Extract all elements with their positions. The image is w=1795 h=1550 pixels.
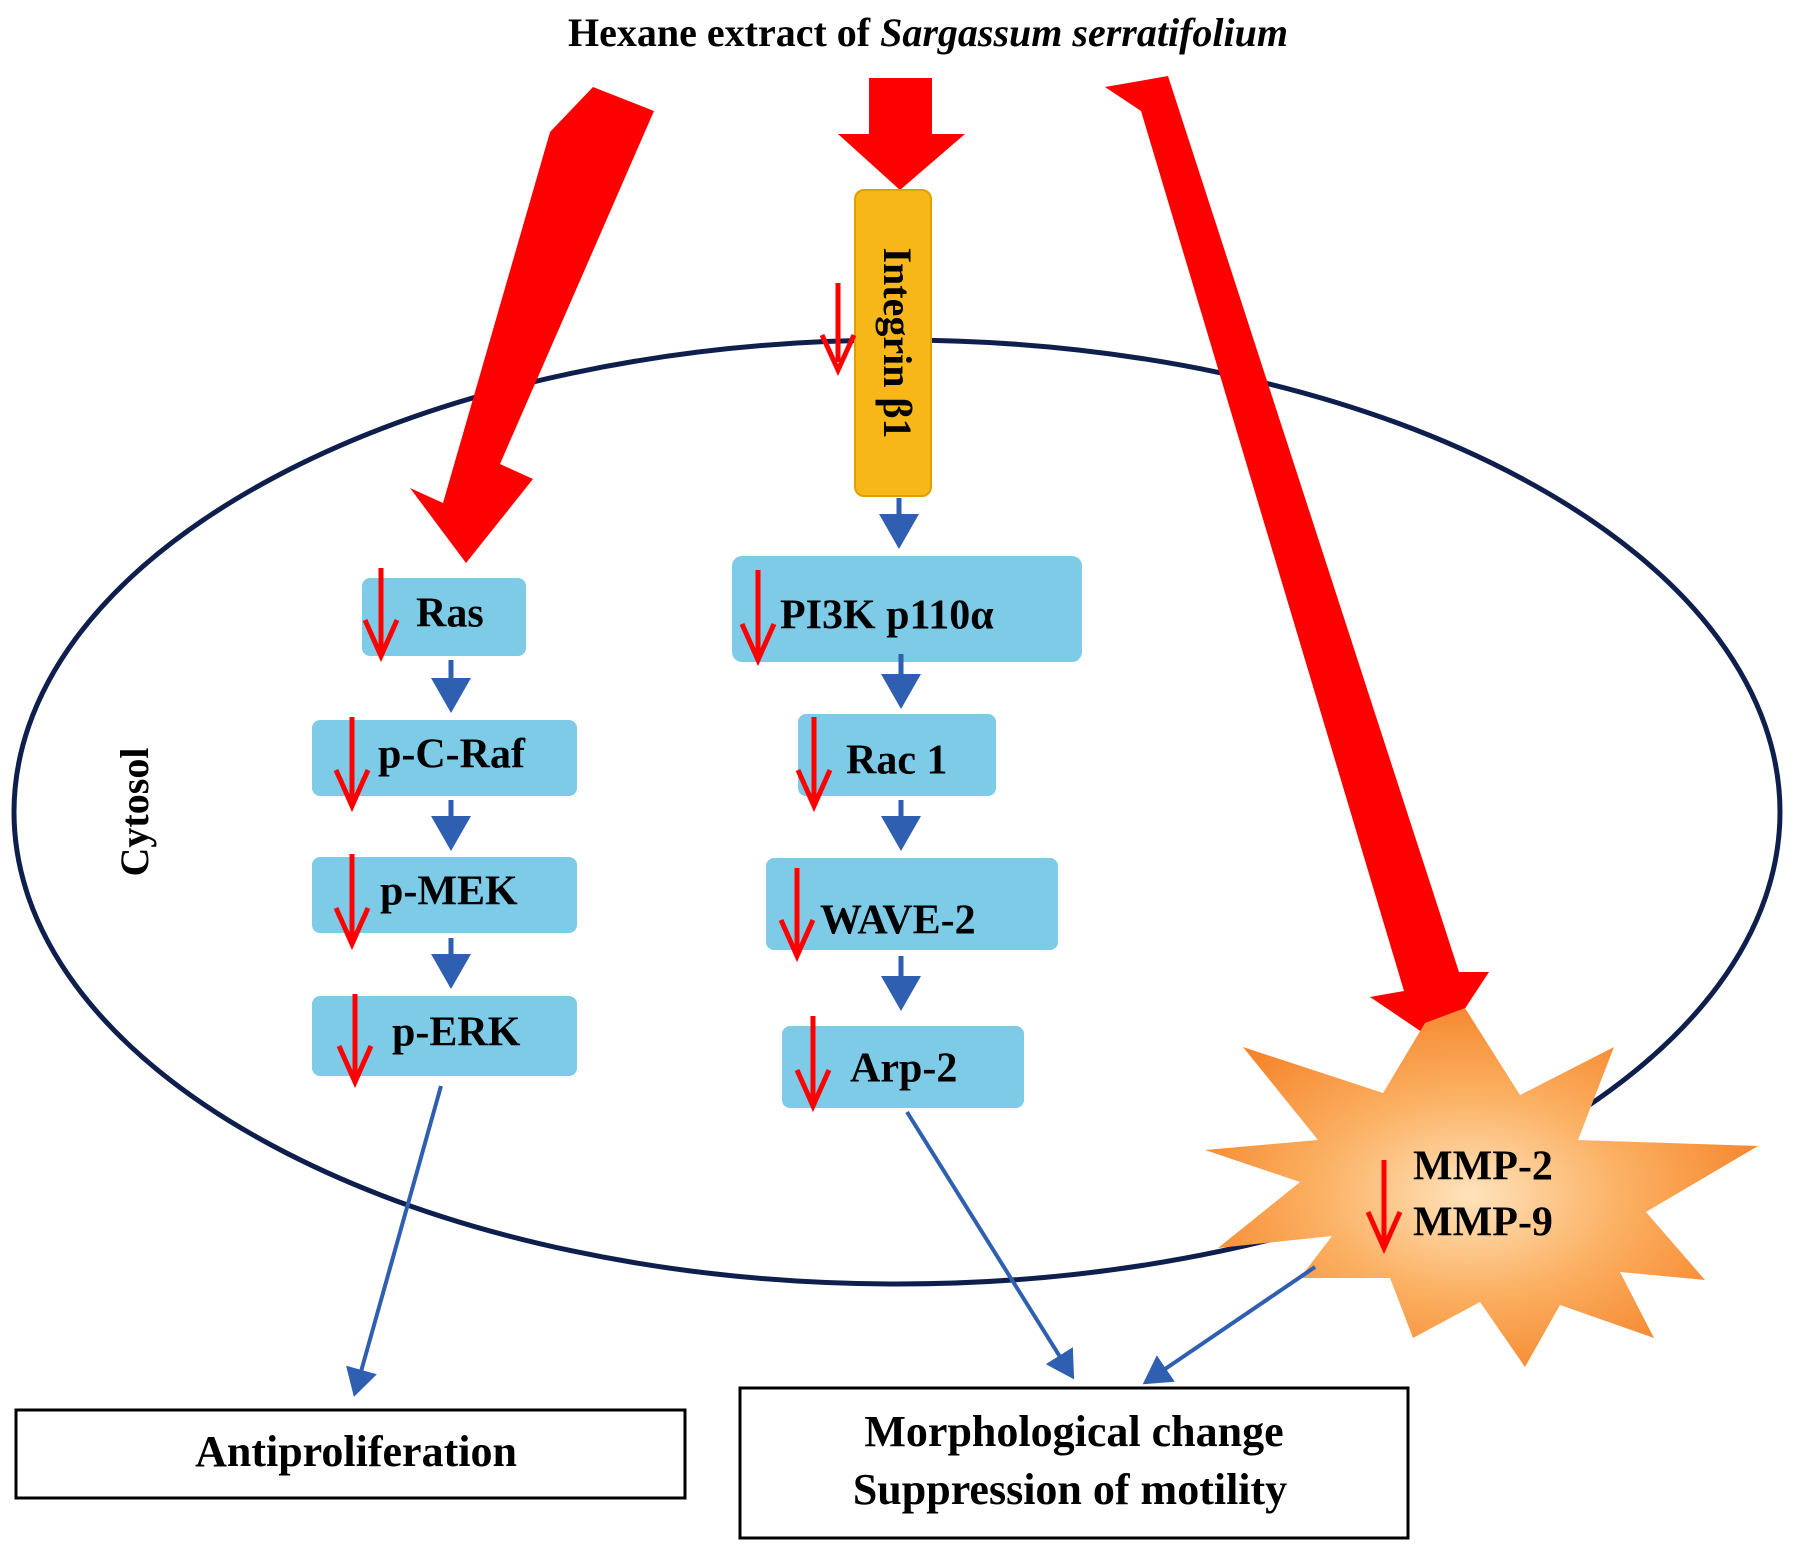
integrin-down-arrow-icon xyxy=(819,283,857,377)
p-erk-node: p-ERK xyxy=(312,996,577,1076)
extract-to-ras-arrow xyxy=(410,87,654,563)
svg-text:WAVE-2: WAVE-2 xyxy=(820,898,976,944)
p-c-raf-down-arrow-icon xyxy=(333,717,371,813)
integrin-beta1-label: Integrin β1 xyxy=(875,247,920,438)
morphology-motility-box: Morphological change Suppression of moti… xyxy=(738,1386,1410,1540)
p-erk-down-arrow-icon xyxy=(336,994,374,1089)
svg-text:p-MEK: p-MEK xyxy=(380,869,518,915)
arp2-to-morphology-arrow xyxy=(905,1110,1075,1380)
mmp-to-morphology-arrow xyxy=(1142,1265,1317,1385)
p-mek-node: p-MEK xyxy=(312,857,577,933)
svg-text:Suppression of motility: Suppression of motility xyxy=(853,1465,1287,1514)
diagram-title: Hexane extract of Sargassum serratifoliu… xyxy=(568,10,1288,55)
ras-down-arrow-icon xyxy=(362,568,400,663)
svg-text:Antiproliferation: Antiproliferation xyxy=(195,1427,517,1476)
extract-to-mmp-arrow xyxy=(1105,76,1489,1045)
pi3k-node: PI3K p110α xyxy=(732,556,1082,662)
ras-node: Ras xyxy=(362,578,526,656)
svg-text:p-ERK: p-ERK xyxy=(392,1010,521,1056)
integrin-beta1-node xyxy=(854,189,932,497)
extract-to-integrin-arrow xyxy=(838,78,965,190)
svg-text:p-C-Raf: p-C-Raf xyxy=(378,732,526,778)
erk-to-antiproliferation-arrow xyxy=(346,1085,443,1397)
mmp-down-arrow-icon xyxy=(1365,1160,1403,1255)
mmp9-label: MMP-9 xyxy=(1413,1200,1553,1246)
rac1-down-arrow-icon xyxy=(795,717,833,813)
svg-text:PI3K p110α: PI3K p110α xyxy=(780,593,994,639)
svg-text:Ras: Ras xyxy=(416,591,484,637)
p-c-raf-node: p-C-Raf xyxy=(312,720,577,796)
svg-text:Morphological change: Morphological change xyxy=(864,1407,1283,1456)
pi3k-down-arrow-icon xyxy=(739,570,777,667)
wave2-node: WAVE-2 xyxy=(766,858,1058,950)
antiproliferation-box: Antiproliferation xyxy=(14,1408,687,1500)
arp2-node: Arp-2 xyxy=(782,1026,1024,1108)
svg-text:Arp-2: Arp-2 xyxy=(850,1046,957,1092)
svg-text:Rac 1: Rac 1 xyxy=(846,738,947,784)
wave2-down-arrow-icon xyxy=(778,868,816,963)
mmp2-label: MMP-2 xyxy=(1413,1144,1553,1190)
arp2-down-arrow-icon xyxy=(794,1016,832,1113)
cytosol-label: Cytosol xyxy=(112,748,157,877)
p-mek-down-arrow-icon xyxy=(333,854,371,951)
mmp-starburst xyxy=(1205,1008,1758,1367)
rac1-node: Rac 1 xyxy=(798,714,996,796)
